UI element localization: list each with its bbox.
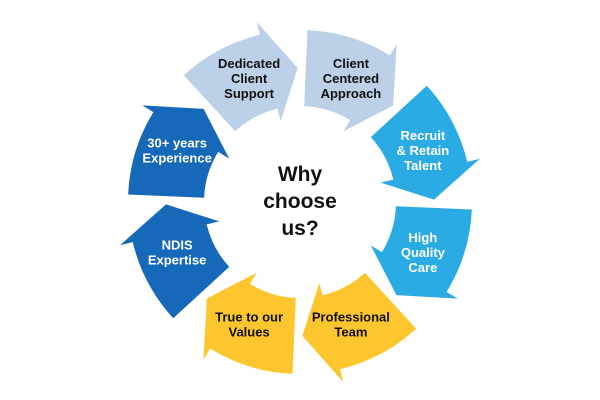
- center-title: Why choose us?: [230, 161, 370, 242]
- segment-true-to-our-values: [203, 272, 296, 374]
- segment-30-plus-years-experience: [128, 105, 230, 198]
- center-title-line-3: us?: [281, 217, 319, 240]
- segment-professional-team: [302, 272, 417, 382]
- center-title-line-1: Why: [277, 163, 323, 186]
- segment-recruit-retain-talent: [370, 85, 480, 200]
- segment-client-centered-approach: [304, 30, 397, 132]
- segment-ndis-expertise: [120, 204, 230, 319]
- center-title-line-2: choose: [263, 190, 337, 213]
- segment-high-quality-care: [370, 206, 472, 299]
- segment-dedicated-client-support: [183, 22, 298, 132]
